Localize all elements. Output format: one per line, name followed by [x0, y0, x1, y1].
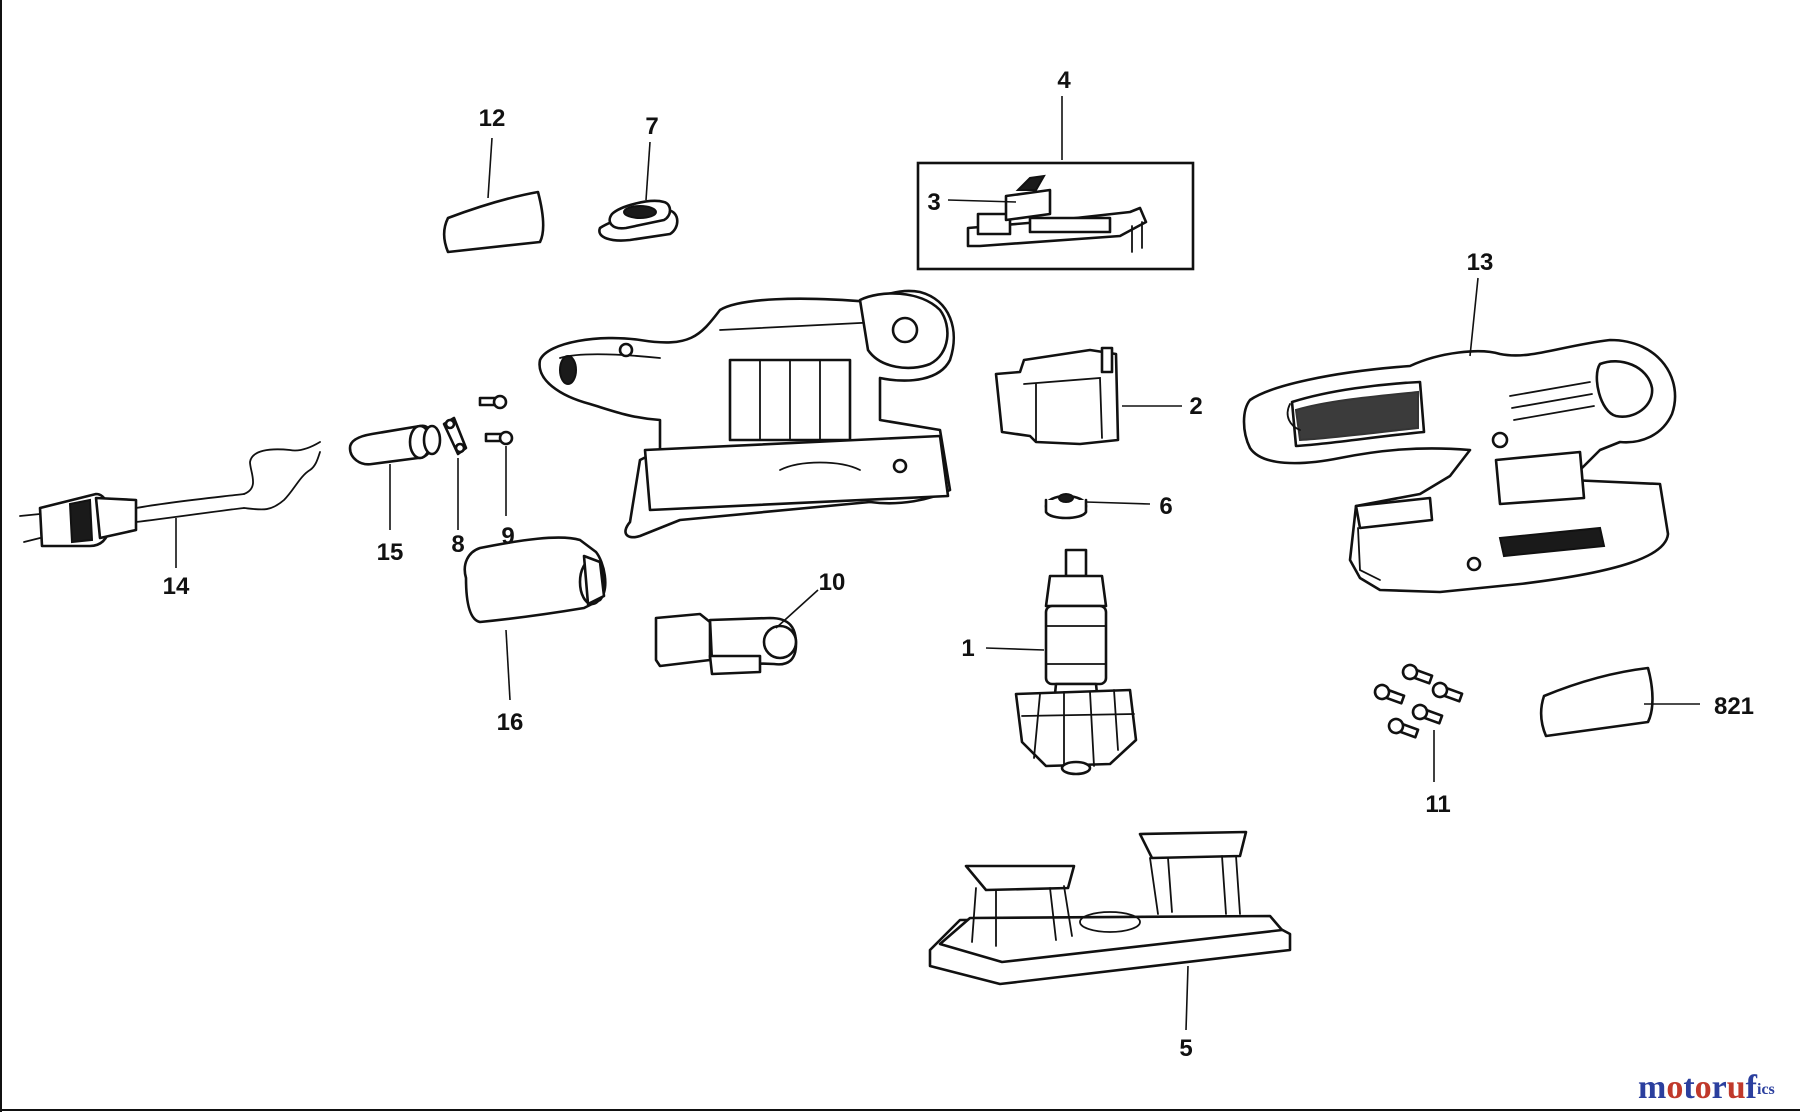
callout-labels: 1 2 3 4 5 6 7 8 9 10 11 12 13 14 15 16 8… — [163, 67, 1754, 1062]
part-10-adapter — [654, 612, 798, 676]
watermark-letter: o — [1695, 1069, 1712, 1106]
housing-half — [538, 289, 955, 539]
watermark: motorufics — [1638, 1069, 1775, 1106]
watermark-letter: u — [1727, 1069, 1746, 1106]
part-2-switch-cover — [994, 346, 1120, 446]
part-8-cord-clamp — [442, 416, 468, 456]
part-16-dust-bag — [463, 536, 607, 624]
callout-10: 10 — [819, 569, 846, 596]
part-11-screws — [1373, 663, 1464, 739]
watermark-text: motorufics — [1638, 1069, 1775, 1106]
part-821-pad — [1539, 666, 1654, 738]
callout-13: 13 — [1467, 249, 1494, 276]
callout-3: 3 — [927, 189, 940, 216]
part-7-dust-port — [598, 199, 679, 242]
callout-16: 16 — [497, 709, 524, 736]
callout-6: 6 — [1159, 493, 1172, 520]
watermark-letter: r — [1712, 1069, 1727, 1106]
callout-1: 1 — [961, 635, 974, 662]
part-14-power-cord — [19, 441, 321, 548]
watermark-letter: t — [1683, 1069, 1695, 1106]
watermark-letter: f — [1746, 1069, 1758, 1106]
part-9-screws — [478, 394, 514, 446]
part-5-base-plate — [928, 830, 1292, 986]
callout-11: 11 — [1425, 791, 1450, 818]
callout-14: 14 — [163, 573, 190, 600]
watermark-letter: o — [1666, 1069, 1683, 1106]
callout-821: 821 — [1714, 693, 1754, 720]
part-12-pad-wedge — [442, 190, 545, 254]
part-4-switch-assembly — [916, 161, 1195, 271]
callout-8: 8 — [451, 531, 464, 558]
part-6-nut — [1044, 493, 1088, 520]
watermark-letter: m — [1638, 1069, 1666, 1106]
callout-15: 15 — [377, 539, 404, 566]
callout-12: 12 — [479, 105, 506, 132]
callout-9: 9 — [501, 523, 514, 550]
part-1-armature — [1014, 548, 1138, 776]
leader-lines — [175, 96, 1700, 1031]
callout-2: 2 — [1189, 393, 1202, 420]
callout-4: 4 — [1057, 67, 1071, 94]
part-13-assembled-sander — [1242, 338, 1677, 594]
callout-7: 7 — [645, 113, 658, 140]
callout-5: 5 — [1179, 1035, 1192, 1062]
part-15-strain-relief — [348, 424, 442, 466]
